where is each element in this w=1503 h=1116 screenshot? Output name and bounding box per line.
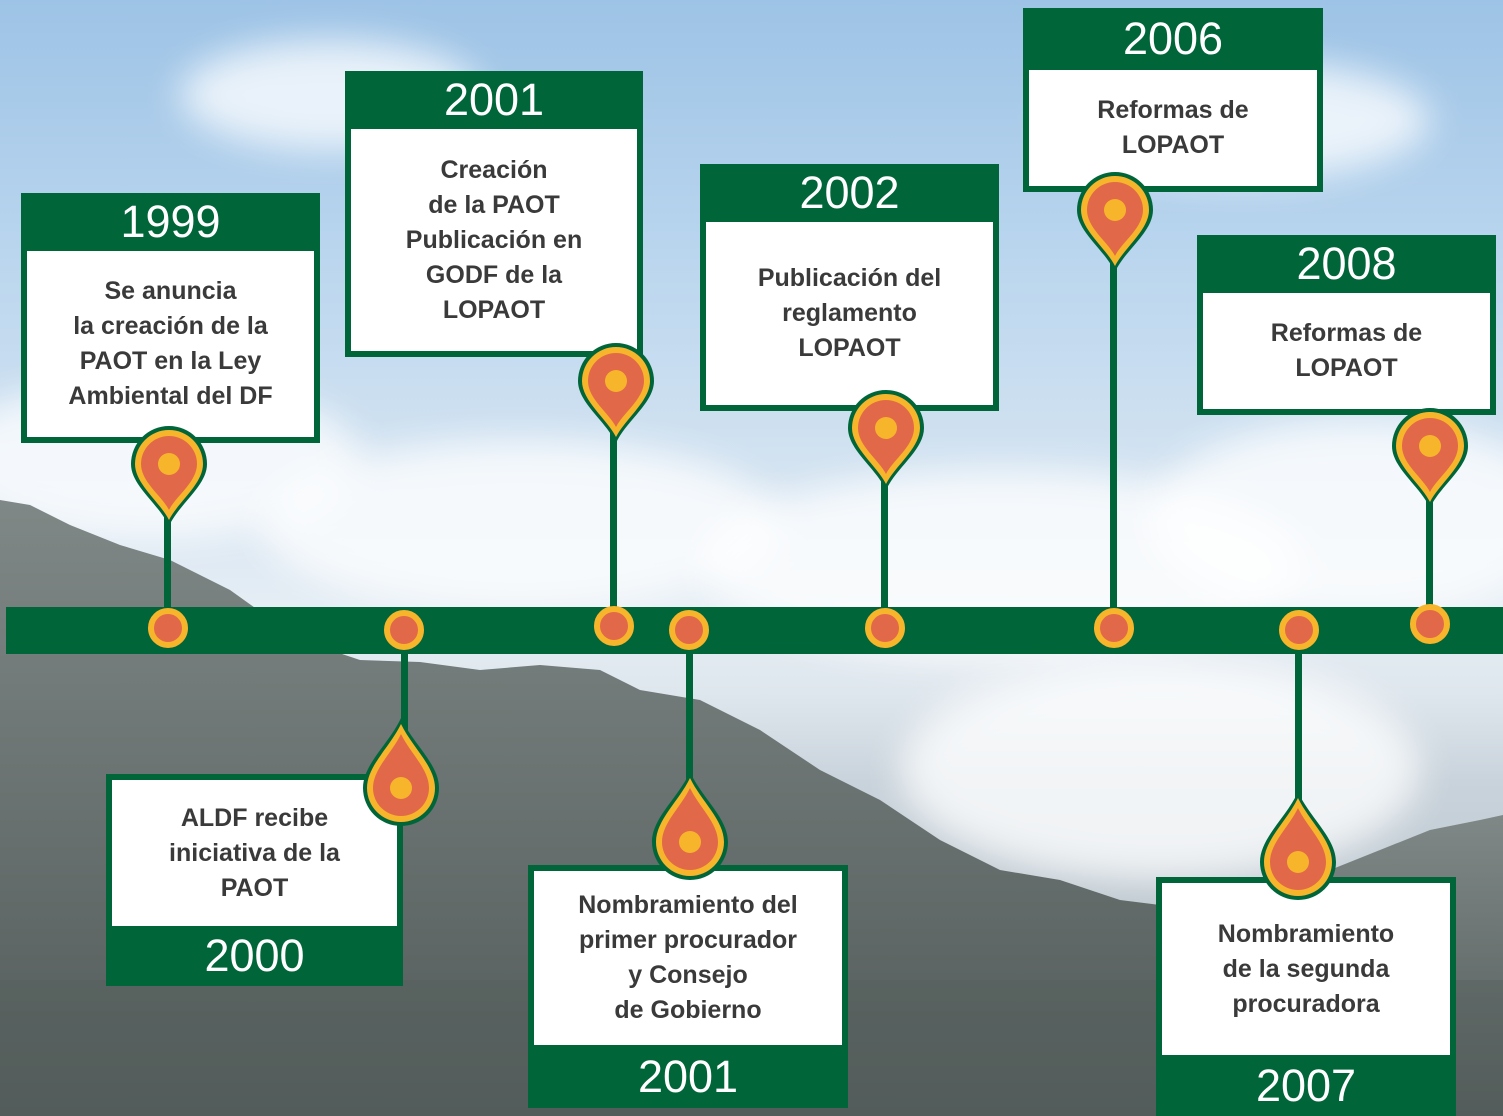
stem-2001-top [610, 415, 617, 610]
event-card-2001-appointment: Nombramiento del primer procurador y Con… [528, 865, 848, 1108]
event-year: 2001 [528, 1045, 848, 1108]
stem-2008 [1426, 480, 1433, 610]
map-pin-icon [1077, 172, 1153, 272]
event-description: ALDF recibe iniciativa de la PAOT [106, 774, 403, 926]
stem-1999 [164, 495, 171, 610]
event-description: Nombramiento del primer procurador y Con… [528, 865, 848, 1045]
map-pin-icon [1392, 408, 1468, 508]
map-pin-icon [848, 390, 924, 490]
event-description: Publicación del reglamento LOPAOT [700, 222, 999, 411]
timeline-node-2008 [1410, 604, 1450, 644]
event-year: 2008 [1197, 235, 1496, 293]
event-description: Reformas de LOPAOT [1023, 70, 1323, 192]
event-description: Nombramiento de la segunda procuradora [1156, 877, 1456, 1055]
timeline-node-2002 [865, 608, 905, 648]
stem-2007 [1295, 652, 1302, 812]
timeline-node-2000 [384, 610, 424, 650]
map-pin-icon [578, 343, 654, 443]
drop-icon [363, 718, 439, 826]
drop-icon [652, 772, 728, 880]
event-year: 2002 [700, 164, 999, 222]
event-description: Reformas de LOPAOT [1197, 293, 1496, 415]
stem-2002 [881, 460, 888, 610]
event-year: 2007 [1156, 1055, 1456, 1116]
event-card-2001-creation: 2001 Creación de la PAOT Publicación en … [345, 71, 643, 357]
stem-2006 [1110, 245, 1117, 610]
event-card-2007: Nombramiento de la segunda procuradora 2… [1156, 877, 1456, 1116]
event-card-2000: ALDF recibe iniciativa de la PAOT 2000 [106, 774, 403, 986]
event-year: 2000 [106, 926, 403, 986]
timeline-node-2006 [1094, 608, 1134, 648]
event-description: Se anuncia la creación de la PAOT en la … [21, 251, 320, 443]
timeline-node-2001-bottom [669, 610, 709, 650]
event-year: 2006 [1023, 8, 1323, 70]
event-year: 2001 [345, 71, 643, 129]
event-card-2008: 2008 Reformas de LOPAOT [1197, 235, 1496, 415]
stem-2000 [401, 652, 408, 737]
map-pin-icon [131, 426, 207, 526]
event-card-2002: 2002 Publicación del reglamento LOPAOT [700, 164, 999, 411]
drop-icon [1260, 792, 1336, 900]
timeline-node-2001-top [594, 606, 634, 646]
stem-2001-bottom [686, 652, 693, 792]
timeline-axis [6, 607, 1503, 654]
event-year: 1999 [21, 193, 320, 251]
event-description: Creación de la PAOT Publicación en GODF … [345, 129, 643, 357]
timeline-node-2007 [1279, 610, 1319, 650]
event-card-1999: 1999 Se anuncia la creación de la PAOT e… [21, 193, 320, 443]
event-card-2006: 2006 Reformas de LOPAOT [1023, 8, 1323, 192]
timeline-node-1999 [148, 608, 188, 648]
